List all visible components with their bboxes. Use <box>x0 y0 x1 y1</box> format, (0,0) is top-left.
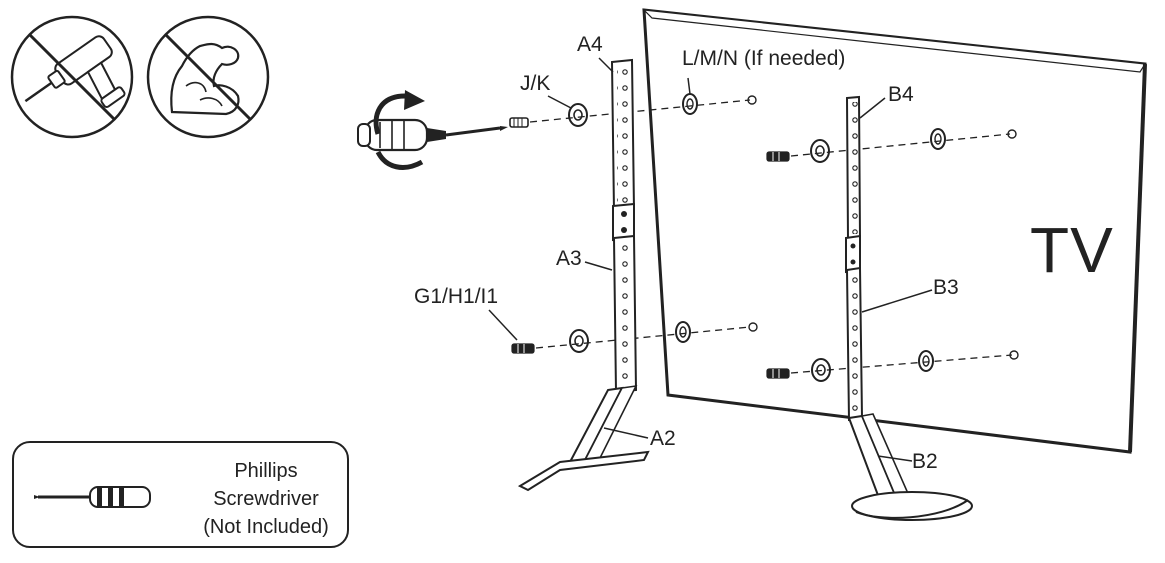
lower-left-fastener-set <box>511 321 758 354</box>
lower-right-fastener-set <box>766 350 1019 382</box>
a3-label: A3 <box>556 247 582 270</box>
tool-line-1: Phillips <box>234 460 298 482</box>
screwdriver-rotate-icon <box>357 90 508 170</box>
tv-panel <box>642 8 1147 454</box>
b4-label: B4 <box>888 83 914 106</box>
tool-requirement-box: Phillips Screwdriver (Not Included) <box>12 441 349 548</box>
no-excessive-force-icon <box>146 15 270 139</box>
no-power-drill-icon <box>10 15 134 139</box>
right-stand-bracket <box>845 95 973 521</box>
a4-label: A4 <box>577 33 603 56</box>
label-leader-lines <box>488 57 933 462</box>
tv-label: TV <box>1030 214 1114 286</box>
tool-line-3: (Not Included) <box>203 516 329 538</box>
b3-label: B3 <box>933 276 959 299</box>
left-stand-bracket <box>517 58 650 492</box>
upper-right-fastener-set <box>766 128 1017 163</box>
g1h1i1-label: G1/H1/I1 <box>414 285 499 308</box>
jk-label: J/K <box>520 72 551 95</box>
tool-line-2: Screwdriver <box>213 488 319 510</box>
b2-label: B2 <box>912 450 938 473</box>
a2-label: A2 <box>650 427 676 450</box>
lmn-label: L/M/N (If needed) <box>682 47 846 70</box>
upper-left-fastener-set <box>509 93 757 128</box>
screwdriver-icon <box>34 486 151 508</box>
